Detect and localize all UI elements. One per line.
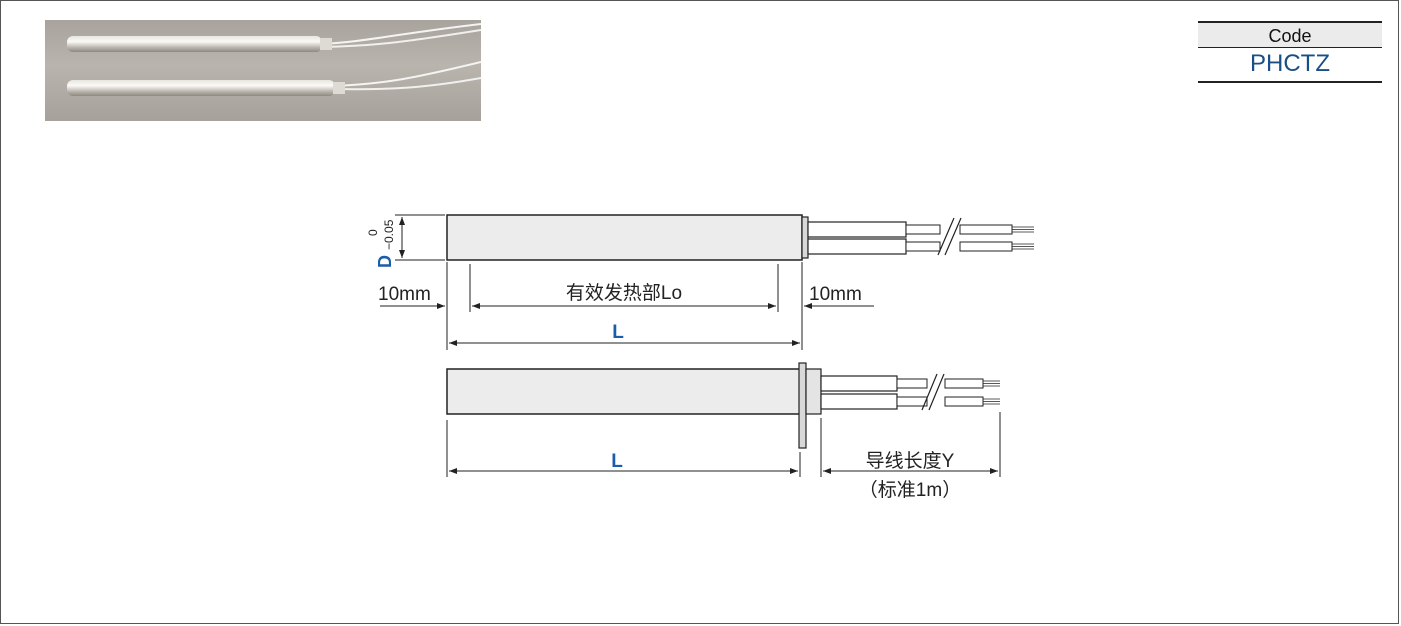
heater-bottom-view: L 导线长度Y （标准1m） xyxy=(446,362,1001,501)
lead-wires-bottom xyxy=(820,375,1000,410)
code-header: Code xyxy=(1198,21,1382,48)
heater-end-cap-top xyxy=(801,216,809,259)
extension-lines-top xyxy=(446,262,803,350)
tolerance-lower: −0.05 xyxy=(382,219,396,250)
length-label-top: L xyxy=(612,322,624,343)
product-photo-image xyxy=(67,23,482,96)
product-photo xyxy=(45,20,482,121)
diameter-symbol: D xyxy=(375,255,395,268)
heater-top-view: D 0 −0.05 10mm 有效发热部Lo 10mm L xyxy=(366,214,1034,350)
length-label-bottom: L xyxy=(611,451,623,472)
tolerance-upper: 0 xyxy=(366,229,380,236)
right-margin-label: 10mm xyxy=(809,284,862,305)
heater-flange xyxy=(798,362,807,449)
break-marks-bottom xyxy=(921,373,945,411)
extension-lines-bottom xyxy=(446,412,1001,477)
heating-zone-label: 有效发热部Lo xyxy=(566,282,682,304)
diameter-dimension xyxy=(395,214,445,261)
code-table: Code PHCTZ xyxy=(1198,21,1382,83)
heater-body-top xyxy=(446,214,803,261)
code-value: PHCTZ xyxy=(1198,49,1382,83)
left-margin-label: 10mm xyxy=(378,284,431,305)
lead-length-label: 导线长度Y xyxy=(866,450,955,472)
break-marks-top xyxy=(937,217,962,256)
lead-wires-top xyxy=(807,221,1034,255)
heater-end-cap-bottom xyxy=(805,368,822,415)
heater-body-bottom xyxy=(446,368,801,415)
lead-standard-label: （标准1m） xyxy=(859,479,961,501)
